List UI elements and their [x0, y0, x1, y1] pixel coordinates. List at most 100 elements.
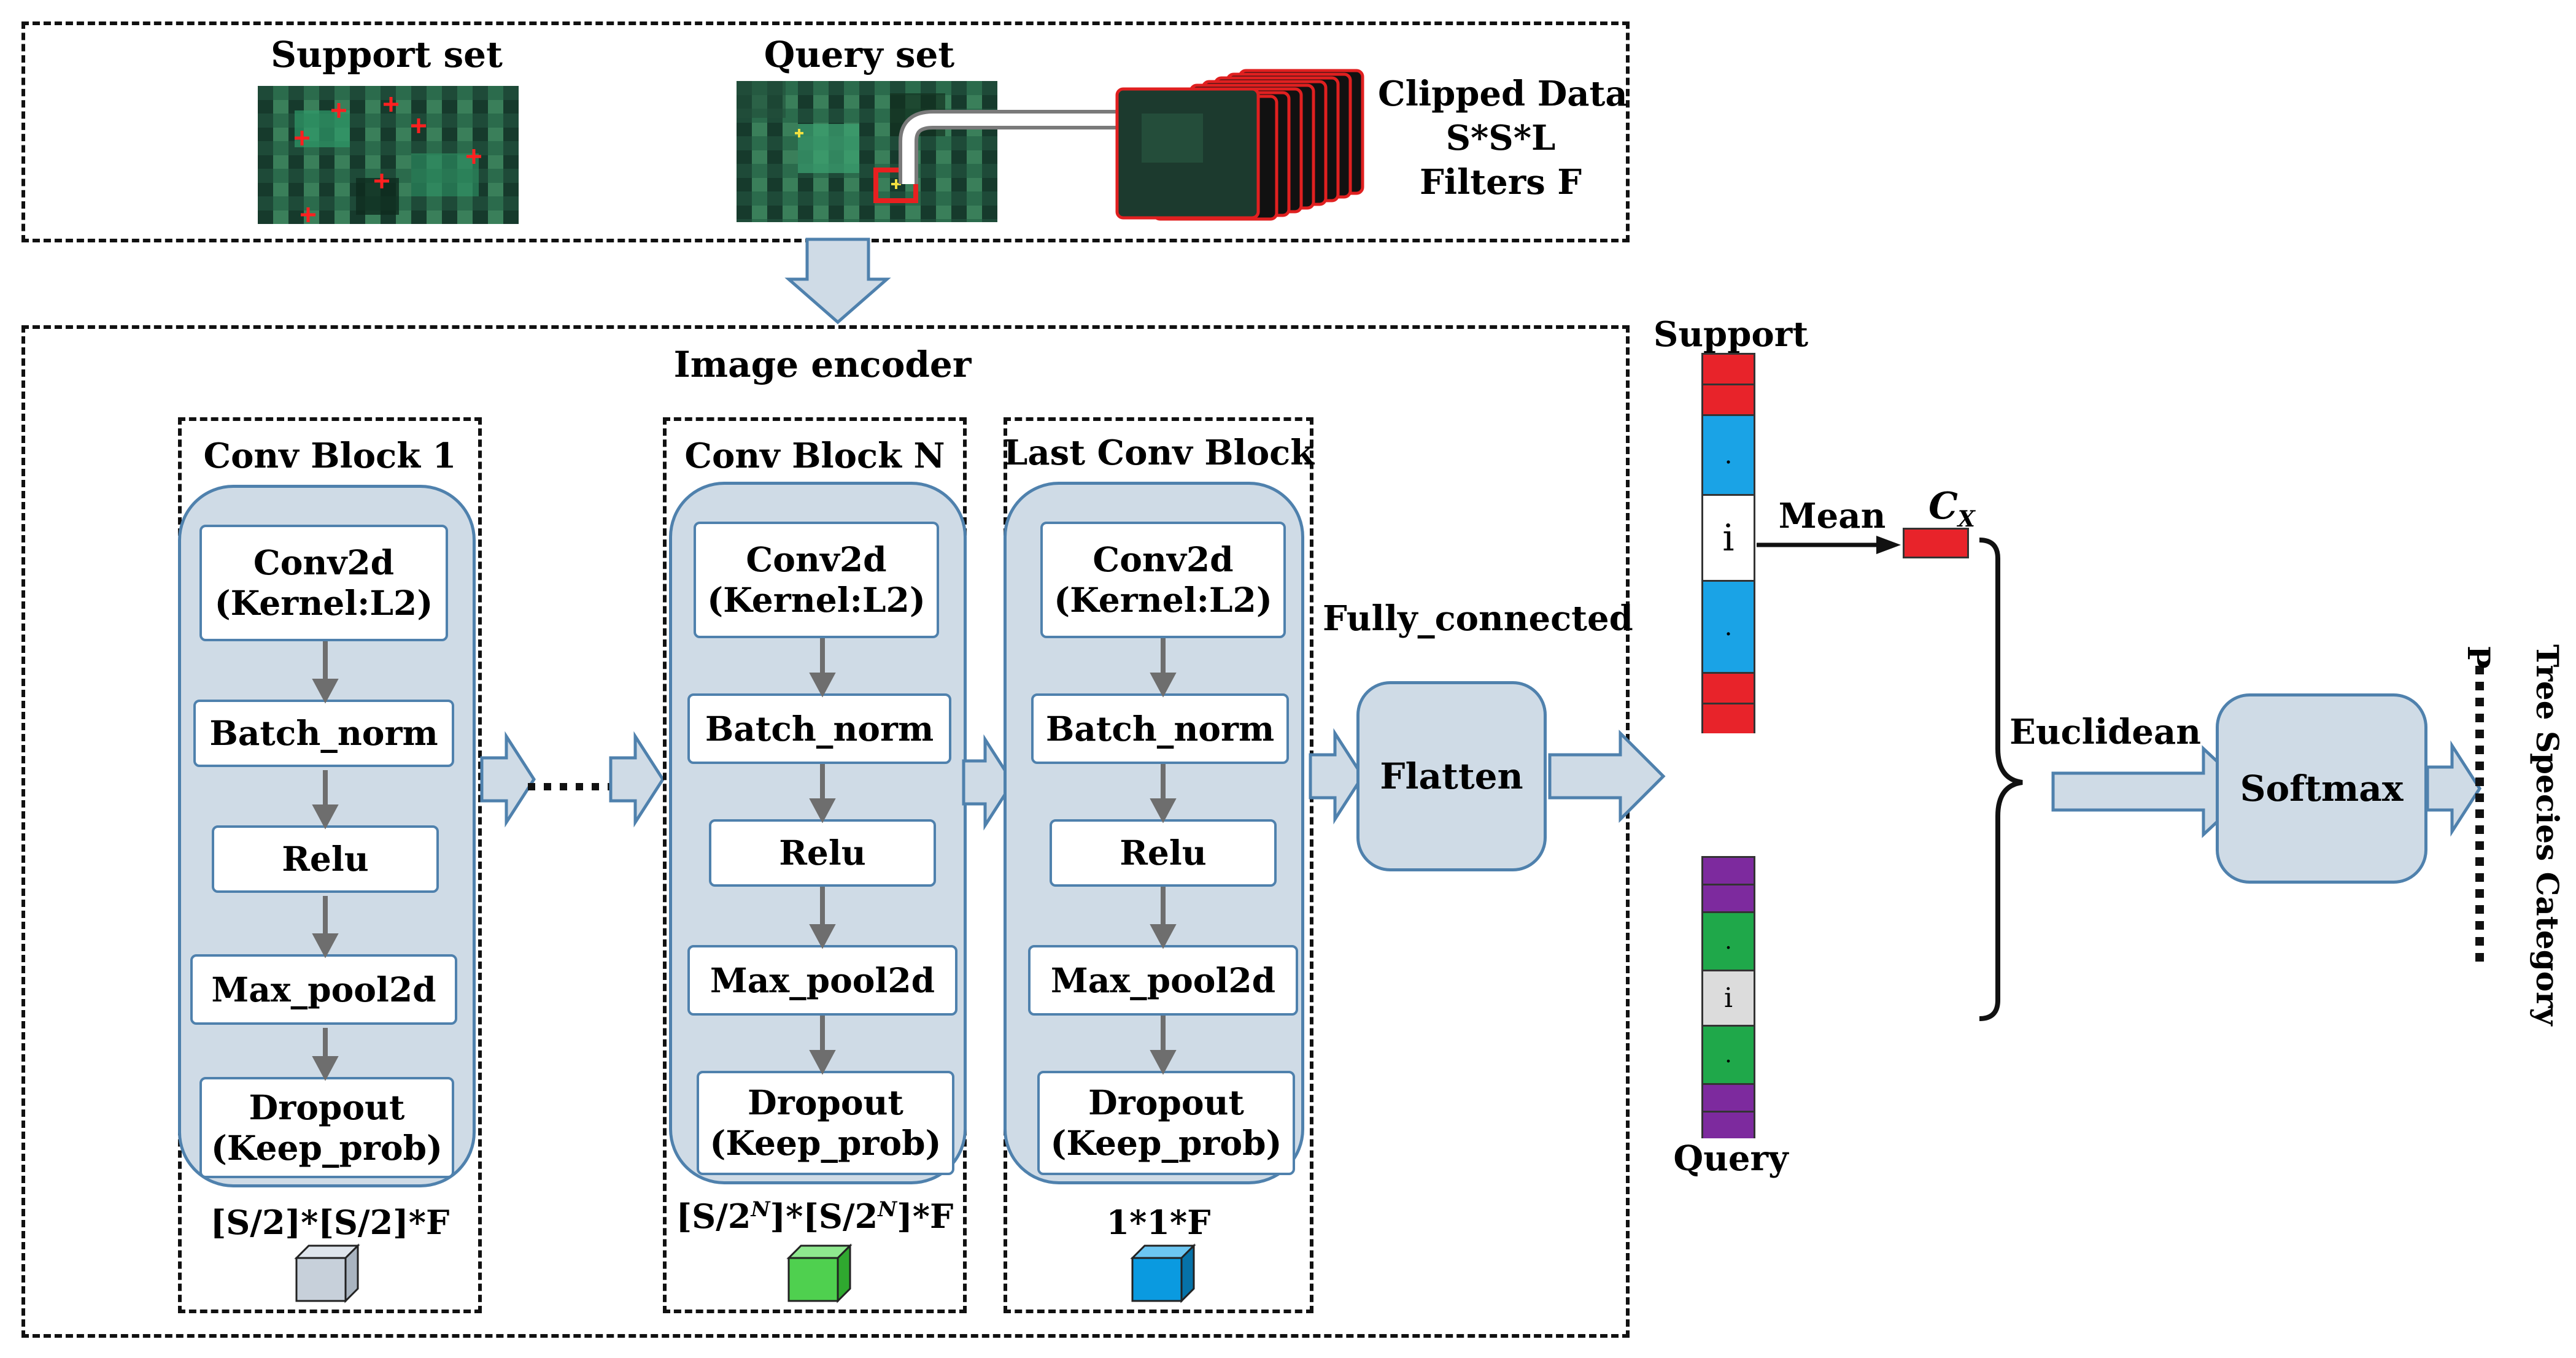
batch-norm-op: Batch_norm	[1031, 693, 1289, 764]
keep-prob-label: (Keep_prob)	[211, 1127, 443, 1168]
mean-arrow	[1757, 536, 1901, 554]
flatten-label: Flatten	[1380, 755, 1523, 797]
block-transition-arrow-2	[609, 731, 665, 828]
p-label: P	[2461, 646, 2497, 669]
kernel-label: (Kernel:L2)	[707, 580, 926, 620]
support-cell	[1703, 385, 1754, 416]
distance-brace	[1979, 538, 2023, 1021]
query-cell: .	[1703, 913, 1754, 971]
relu-label: Relu	[1120, 833, 1207, 873]
dropout-op: Dropout (Keep_prob)	[697, 1071, 954, 1175]
conv-block-n-title: Conv Block N	[684, 436, 945, 476]
probability-dots	[2475, 666, 2484, 966]
batch-norm-label: Batch_norm	[705, 708, 934, 749]
max-pool2d-op: Max_pool2d	[190, 954, 457, 1025]
keep-prob-label: (Keep_prob)	[1050, 1123, 1282, 1163]
relu-label: Relu	[779, 833, 866, 873]
last-block-output-size: 1*1*F	[1106, 1203, 1211, 1242]
dropout-label: Dropout	[748, 1082, 903, 1122]
support-cell: .	[1703, 582, 1754, 674]
size-part: [S/2	[676, 1197, 751, 1236]
clipped-data-stack	[1115, 64, 1381, 224]
clipped-data-label: Clipped Data	[1378, 74, 1628, 114]
relu-label: Relu	[282, 839, 369, 879]
relu-op: Relu	[1050, 819, 1277, 887]
clipped-data-layers	[1115, 69, 1364, 221]
max-pool2d-label: Max_pool2d	[211, 969, 436, 1009]
block-n-flow-arrows	[809, 638, 836, 1075]
query-set-image	[737, 81, 997, 222]
relu-op: Relu	[212, 825, 439, 893]
size-exponent: N	[751, 1197, 770, 1222]
query-label: Query	[1673, 1138, 1789, 1179]
to-flatten-arrow	[1309, 728, 1364, 825]
ellipsis-dots	[528, 783, 638, 790]
support-set-label: Support set	[271, 34, 503, 75]
dropout-label: Dropout	[1088, 1082, 1244, 1122]
conv2d-op: Conv2d (Kernel:L2)	[199, 525, 448, 641]
batch-norm-op: Batch_norm	[687, 693, 951, 764]
support-cell: .	[1703, 416, 1754, 496]
kernel-label: (Kernel:L2)	[1054, 580, 1272, 620]
keep-prob-label: (Keep_prob)	[710, 1123, 942, 1163]
size-part: ]*F	[897, 1197, 954, 1236]
dropout-label: Dropout	[249, 1087, 405, 1127]
support-label: Support	[1653, 314, 1809, 355]
prototype-cell	[1903, 528, 1969, 558]
batch-norm-op: Batch_norm	[193, 700, 454, 767]
dropout-op: Dropout (Keep_prob)	[199, 1077, 454, 1178]
query-cell: .	[1703, 1027, 1754, 1085]
filters-label: Filters F	[1419, 162, 1582, 203]
query-vector: . i .	[1701, 856, 1755, 1138]
index-glyph: i	[1723, 982, 1733, 1014]
dot-glyph: .	[1724, 612, 1733, 641]
block-1-output-size: [S/2]*[S/2]*F	[210, 1203, 450, 1242]
support-vector: . i .	[1701, 353, 1755, 733]
index-glyph: i	[1722, 516, 1735, 560]
support-cell	[1703, 355, 1754, 385]
image-encoder-title: Image encoder	[673, 344, 972, 385]
down-arrow	[784, 237, 891, 325]
query-set-pixels	[737, 81, 997, 222]
softmax-out-arrow	[2426, 740, 2481, 837]
image-encoder-panel	[21, 325, 1630, 1338]
softmax-box: Softmax	[2216, 693, 2427, 884]
query-set-label: Query set	[764, 34, 955, 75]
last-block-flow-arrows	[1150, 638, 1177, 1075]
support-cell	[1703, 704, 1754, 733]
last-conv-block-title: Last Conv Block	[1004, 433, 1315, 473]
support-set-pixels	[258, 86, 519, 224]
block-1-flow-arrows	[312, 641, 339, 1081]
tree-species-category-label: Tree Species Category	[2529, 644, 2566, 1026]
support-cell	[1703, 674, 1754, 704]
max-pool2d-label: Max_pool2d	[1050, 960, 1276, 1000]
relu-op: Relu	[709, 819, 936, 887]
query-cell	[1703, 885, 1754, 913]
size-part: ]*[S/2	[770, 1197, 878, 1236]
max-pool2d-label: Max_pool2d	[710, 960, 935, 1000]
size-exponent: N	[878, 1197, 897, 1222]
clipped-size-label: S*S*L	[1445, 118, 1556, 158]
last-block-cube-icon	[1130, 1243, 1196, 1303]
euclidean-label: Euclidean	[2009, 712, 2201, 752]
query-cell	[1703, 1085, 1754, 1113]
block-n-output-size: [S/2N]*[S/2N]*F	[663, 1197, 967, 1236]
dot-glyph: .	[1725, 1042, 1732, 1068]
kernel-label: (Kernel:L2)	[214, 583, 433, 623]
batch-norm-label: Batch_norm	[209, 713, 438, 753]
dot-glyph: .	[1725, 928, 1732, 954]
conv2d-label: Conv2d	[253, 542, 395, 582]
conv2d-op: Conv2d (Kernel:L2)	[1040, 522, 1286, 638]
query-cell: i	[1703, 971, 1754, 1027]
softmax-label: Softmax	[2240, 768, 2404, 809]
block-transition-arrow-1	[480, 731, 536, 828]
conv2d-label: Conv2d	[746, 539, 887, 579]
conv-block-1-title: Conv Block 1	[203, 436, 457, 476]
prototype-main: C	[1928, 485, 1958, 528]
prototype-label: CX	[1909, 485, 1995, 532]
query-cell	[1703, 1113, 1754, 1138]
batch-norm-label: Batch_norm	[1045, 708, 1275, 749]
block-n-cube-icon	[786, 1243, 853, 1303]
conv2d-label: Conv2d	[1093, 539, 1234, 579]
dropout-op: Dropout (Keep_prob)	[1037, 1071, 1295, 1175]
